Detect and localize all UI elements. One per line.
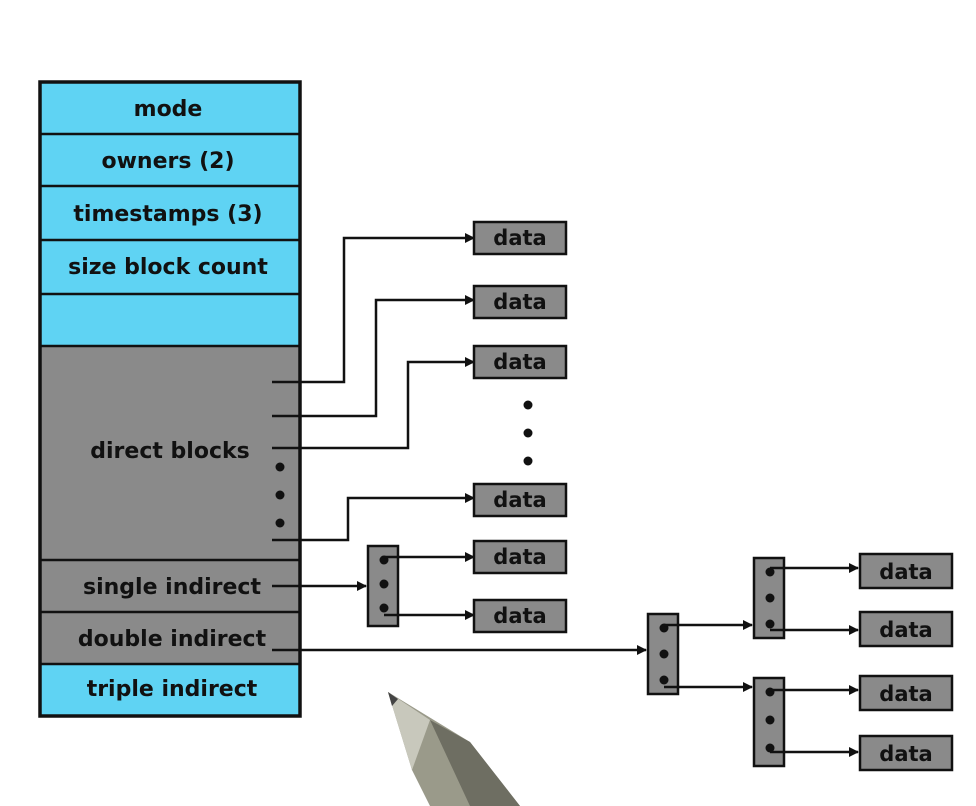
data-label: data [493,226,546,250]
inode-cell-mode [40,82,300,134]
data-label: data [493,545,546,569]
data-block [858,734,954,772]
data-label: data [493,290,546,314]
inode-cell-owners [40,134,300,186]
label-mode: mode [134,97,203,122]
inode-cell-double [40,612,300,664]
data-block [472,598,568,634]
label-timestamps: timestamps (3) [73,202,262,227]
direct-data-blocks: data data data data [472,220,568,518]
data-block [858,674,954,712]
label-size: size block count [68,255,268,280]
data-label: data [493,350,546,374]
label-double: double indirect [78,627,267,652]
direct-ellipsis-dots [275,462,285,528]
label-direct: direct blocks [90,439,249,464]
label-triple: triple indirect [87,677,258,702]
data-label: data [879,742,932,766]
inode-cell-timestamps [40,186,300,240]
data-block [472,284,568,320]
data-block [858,552,954,590]
inode-cell-single [40,560,300,612]
pen-pointer-icon [388,692,520,806]
data-label: data [879,560,932,584]
data-label: data [493,488,546,512]
inode-cell-direct [40,346,300,560]
data-ellipsis-dots [523,400,533,466]
inode-cell-triple [40,664,300,716]
inode-structure: mode owners (2) timestamps (3) size bloc… [38,80,302,718]
label-owners: owners (2) [101,149,234,174]
direct-pointers [272,233,475,542]
data-label: data [493,604,546,628]
data-label: data [879,618,932,642]
data-label: data [879,682,932,706]
inode-cell-size [40,240,300,294]
double-indirect-group: data data data data [272,552,954,772]
data-block [472,482,568,518]
data-block [472,344,568,380]
data-block [472,220,568,256]
label-single: single indirect [83,575,261,600]
data-block [858,610,954,648]
single-indirect-group: data data [272,539,568,634]
data-block [472,539,568,575]
inode-cell-blank [40,294,300,346]
